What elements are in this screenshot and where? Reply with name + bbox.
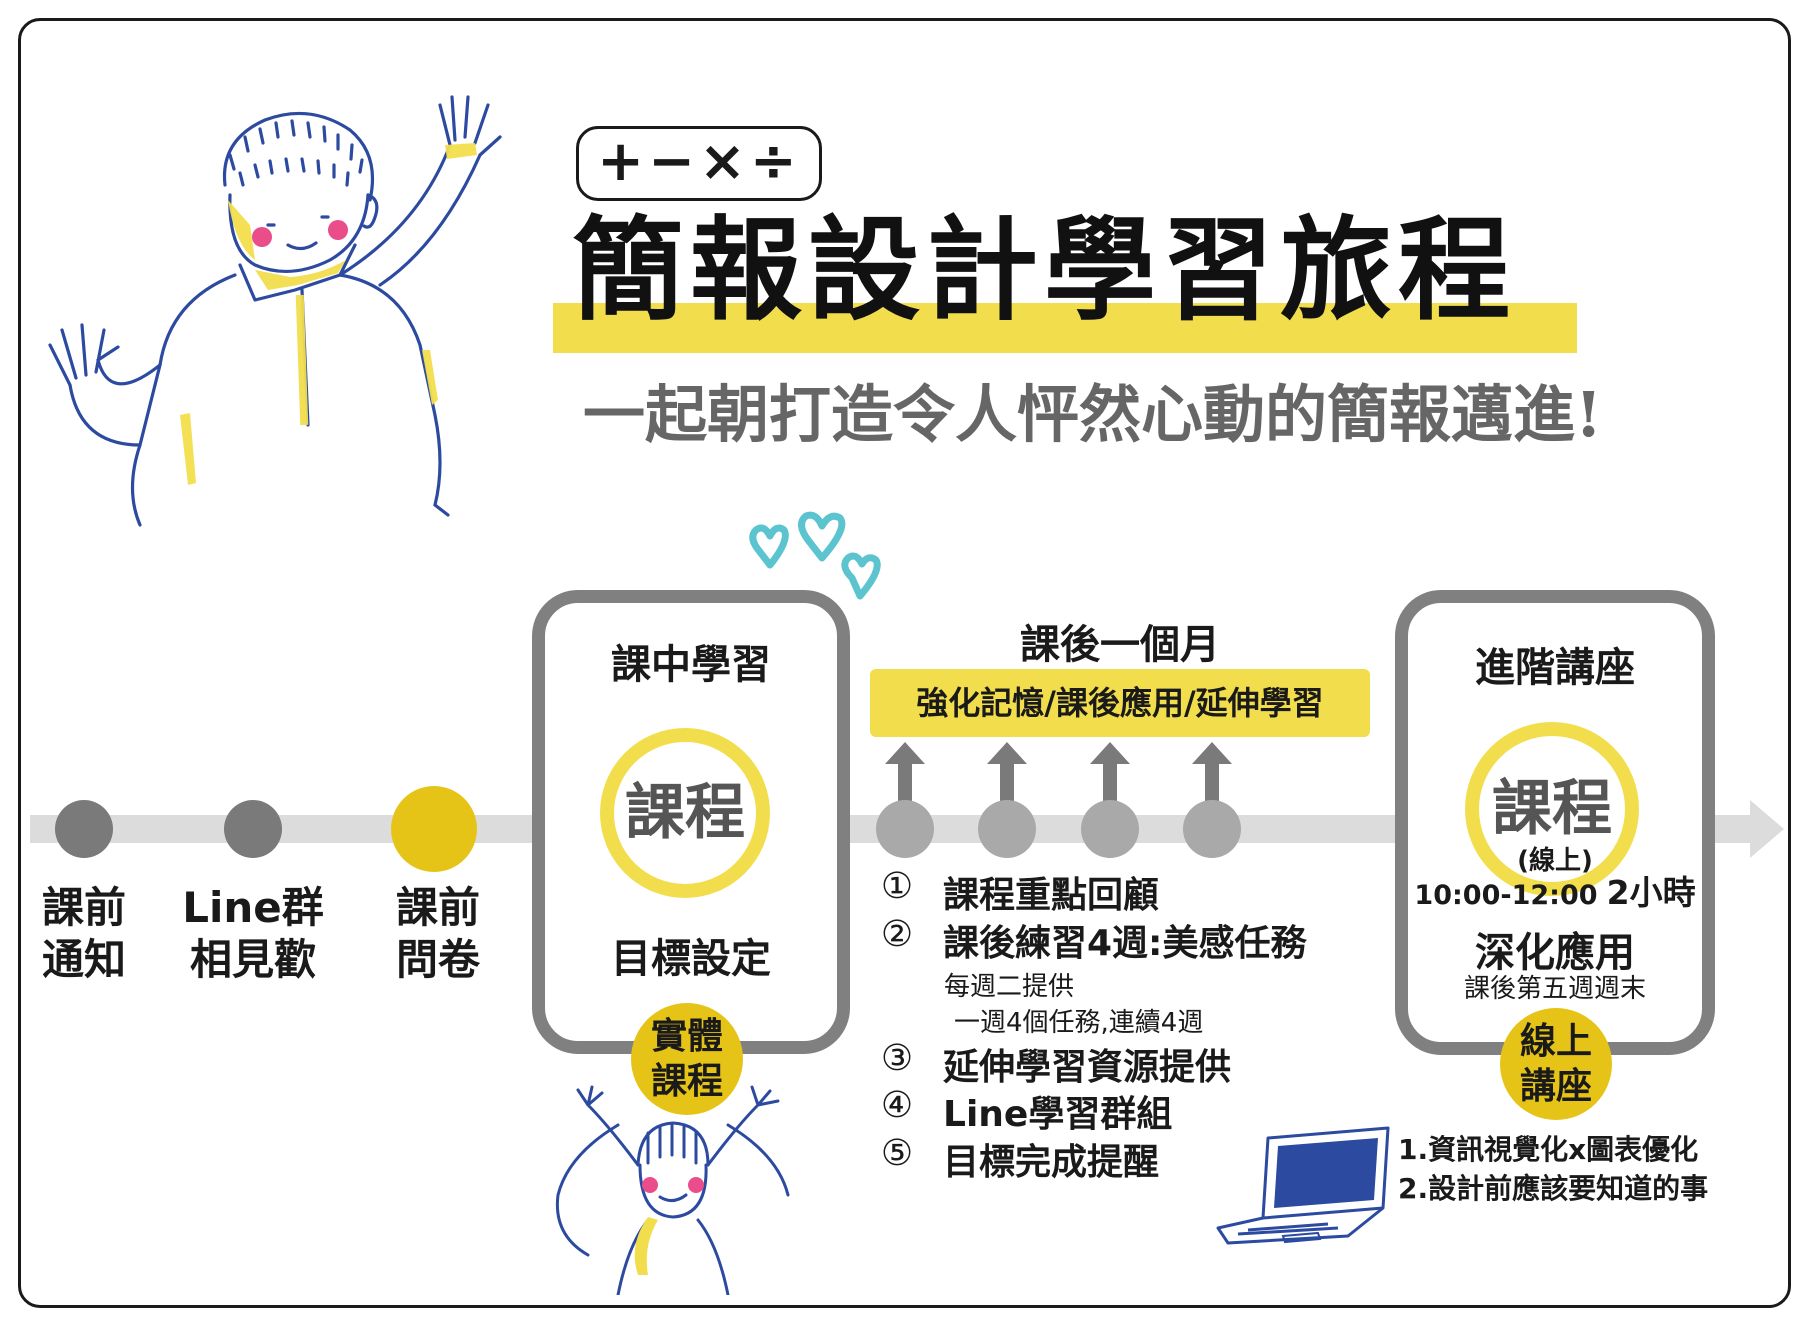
timeline-dot-after-3 [1081,800,1139,858]
after-item-5-number: ⑤ [880,1133,914,1174]
laptop-illustration [1216,1126,1390,1245]
advanced-topic-2: 2.設計前應該要知道的事 [1398,1172,1709,1205]
advanced-course-ring: 課程 [1465,722,1639,896]
advanced-topic-1: 1.資訊視覺化x圖表優化 [1398,1133,1699,1166]
in-class-course-ring: 課程 [600,728,770,898]
boy-waving-illustration [48,95,502,527]
after-arrow-2 [987,742,1027,847]
advanced-badge: 線上講座 [1500,1008,1612,1120]
after-item-1-number: ① [880,866,914,907]
timeline-dot-after-4 [1183,800,1241,858]
advanced-deep-sub: 課後第五週週末 [1463,974,1646,1004]
after-item-4-number: ④ [880,1085,914,1126]
math-operators-badge: +−×÷ [576,126,822,201]
after-item-3-text: 延伸學習資源提供 [943,1047,1232,1088]
in-class-badge: 實體課程 [631,1003,743,1115]
after-course-banner: 強化記憶/課後應用/延伸學習 [870,669,1370,737]
timeline-dot-after-2 [978,800,1036,858]
after-item-3-number: ③ [880,1038,914,1079]
advanced-time-range: 10:00-12:00 [1414,880,1598,911]
after-arrow-3 [1090,742,1130,847]
timeline-arrowhead [1750,800,1784,858]
timeline-dot-pre-notice [55,800,113,858]
girl-cheering-illustration [555,1085,790,1295]
hearts-decoration [749,511,881,600]
after-item-1-text: 課程重點回顧 [943,875,1160,916]
in-class-goal-label: 目標設定 [611,936,771,982]
pre-survey-label: 課前問卷 [395,883,480,984]
after-course-heading: 課後一個月 [1020,622,1220,668]
after-arrow-1 [885,742,925,847]
in-class-box [532,590,850,1054]
page-title: 簡報設計學習旅程 [572,205,1516,336]
after-item-2-number: ② [880,914,914,955]
timeline-dot-pre-survey [391,786,477,872]
advanced-duration: 2小時 [1606,873,1696,912]
after-arrow-4 [1192,742,1232,847]
after-item-2-sub-2: 一週4個任務,連續4週 [954,1008,1204,1038]
advanced-course-ring-text: 課程 [1492,774,1612,844]
in-class-course-ring-text: 課程 [625,778,745,848]
line-group-label: Line群相見歡 [182,883,324,984]
after-item-4-text: Line學習群組 [943,1094,1173,1135]
advanced-ring-sub: (線上) [1517,846,1593,876]
after-item-2-sub-1: 每週二提供 [944,972,1075,1002]
advanced-time: 10:00-12:00 2小時 [1395,866,1715,914]
page-subtitle: 一起朝打造令人怦然心動的簡報邁進! [583,378,1603,451]
advanced-lecture-heading: 進階講座 [1475,645,1635,691]
after-item-5-text: 目標完成提醒 [943,1142,1160,1183]
timeline-dot-line-group [224,800,282,858]
timeline-dot-after-1 [876,800,934,858]
title-highlight [553,303,1577,353]
advanced-deep-label: 深化應用 [1475,930,1635,976]
in-class-heading: 課中學習 [611,642,771,688]
after-item-2-text: 課後練習4週:美感任務 [943,923,1307,964]
pre-notice-label: 課前通知 [41,883,126,984]
